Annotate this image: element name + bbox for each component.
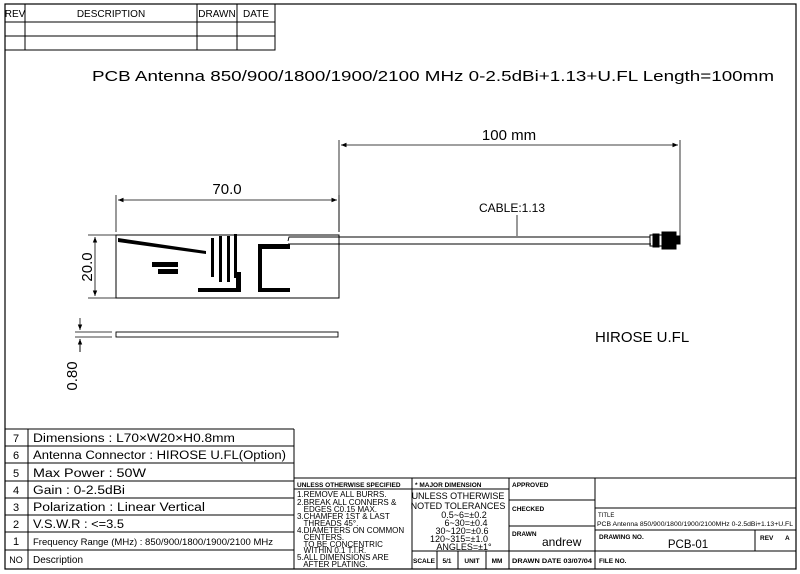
drawn-date: DRAWN DATE 03/07/04 xyxy=(512,558,592,565)
spec-no-header: NO xyxy=(9,555,23,565)
description-header: DESCRIPTION xyxy=(77,9,145,20)
unit-label: UNIT xyxy=(464,558,479,565)
coax-cable xyxy=(287,215,651,245)
rev-header: REV xyxy=(5,9,26,20)
height-dimension-label: 20.0 xyxy=(79,252,96,281)
spec-table xyxy=(5,428,295,569)
checked-label: CHECKED xyxy=(512,506,544,513)
drawn-label: DRAWN xyxy=(512,531,537,538)
general-notes: 1.REMOVE ALL BURRS. 2.BREAK ALL CONNERS … xyxy=(297,490,404,569)
tolerance-line: NOTED TOLERANCES xyxy=(411,501,506,511)
note-line: THREADS 45°. xyxy=(297,519,358,528)
spec-description: Dimensions : L70×W20×H0.8mm xyxy=(33,433,235,445)
title-block xyxy=(294,477,796,569)
spec-number: 2 xyxy=(13,519,19,531)
connector-label: HIROSE U.FL xyxy=(595,329,689,346)
rev-value: A xyxy=(785,535,790,542)
note-line: 1.REMOVE ALL BURRS. xyxy=(297,490,387,499)
spec-description: Frequency Range (MHz) : 850/900/1800/190… xyxy=(33,537,274,547)
pcb-side-view xyxy=(115,331,339,338)
drawing-no-label: DRAWING NO. xyxy=(599,534,644,541)
drawn-by-value: andrew xyxy=(542,535,582,549)
file-no-label: FILE NO. xyxy=(599,558,627,565)
spec-number: 6 xyxy=(13,450,19,462)
revision-table xyxy=(4,3,276,51)
tolerance-line: 0.5~6=±0.2 xyxy=(441,510,486,520)
spec-description: Antenna Connector : HIROSE U.FL(Option) xyxy=(33,450,286,462)
sheet-border xyxy=(4,3,797,570)
spec-description: Gain : 0-2.5dBi xyxy=(33,485,125,497)
title-value: PCB Antenna 850/900/1800/1900/2100MHz 0-… xyxy=(597,521,793,528)
unit-value: MM xyxy=(492,558,503,565)
spec-number: 3 xyxy=(13,502,19,514)
rev-label: REV xyxy=(760,535,774,542)
note-line: WITHIN 0.1 T.I.R. xyxy=(297,546,366,555)
note-line: 3.CHAMFER 1ST & LAST xyxy=(297,512,390,521)
pcb-board xyxy=(115,234,340,299)
scale-label: SCALE xyxy=(413,558,436,565)
note-line: TO BE CONCENTRIC xyxy=(297,540,383,549)
antenna-trace-pattern xyxy=(118,234,290,292)
spec-number: 7 xyxy=(13,433,19,445)
note-line: EDGES C0.15 MAX. xyxy=(297,505,377,514)
note-line: AFTER PLATING. xyxy=(297,560,368,569)
note-line: 4.DIAMETERS ON COMMON xyxy=(297,526,404,535)
note-line: 5.ALL DIMENSIONS ARE xyxy=(297,553,389,562)
note-line: CENTERS. xyxy=(297,533,344,542)
note-line: 2.BREAK ALL CONNERS & xyxy=(297,498,397,507)
thickness-dimension xyxy=(75,318,112,352)
tolerances: UNLESS OTHERWISE NOTED TOLERANCES 0.5~6=… xyxy=(411,491,506,552)
thickness-dimension-label: 0.80 xyxy=(64,361,81,390)
spec-description: V.S.W.R : <=3.5 xyxy=(33,519,124,531)
scale-value: 5/1 xyxy=(442,558,451,565)
tolerance-line: ANGLES=±1° xyxy=(436,542,492,552)
cable-label: CABLE:1.13 xyxy=(479,201,545,215)
spec-description: Max Power : 50W xyxy=(33,468,146,480)
tolerance-line: UNLESS OTHERWISE xyxy=(412,491,505,501)
major-dimension-header: * MAJOR DIMENSION xyxy=(415,482,482,489)
ufl-connector-icon xyxy=(649,231,681,250)
length-dimension-label: 100 mm xyxy=(482,127,536,144)
spec-number: 4 xyxy=(13,485,19,497)
tolerance-line: 120~315=±1.0 xyxy=(430,534,488,544)
tolerance-line: 6~30=±0.4 xyxy=(445,518,488,528)
unless-header: UNLESS OTHERWISE SPECIFIED xyxy=(297,482,401,489)
title-label: TITLE xyxy=(598,513,614,519)
drawing-title: PCB Antenna 850/900/1800/1900/2100 MHz 0… xyxy=(92,69,774,85)
drawn-header: DRAWN xyxy=(198,9,235,20)
width-dimension-label: 70.0 xyxy=(212,181,241,198)
spec-description: Polarization : Linear Vertical xyxy=(33,502,205,514)
date-header: DATE xyxy=(243,9,269,20)
spec-number: 1 xyxy=(13,536,19,548)
length-dimension xyxy=(338,140,681,236)
spec-description-header: Description xyxy=(33,555,83,566)
spec-number: 5 xyxy=(13,468,19,480)
approved-label: APPROVED xyxy=(512,482,549,489)
height-dimension xyxy=(88,234,116,299)
width-dimension xyxy=(115,195,340,232)
drawing-no-value: PCB-01 xyxy=(668,539,708,551)
tolerance-line: 30~120=±0.6 xyxy=(436,526,489,536)
